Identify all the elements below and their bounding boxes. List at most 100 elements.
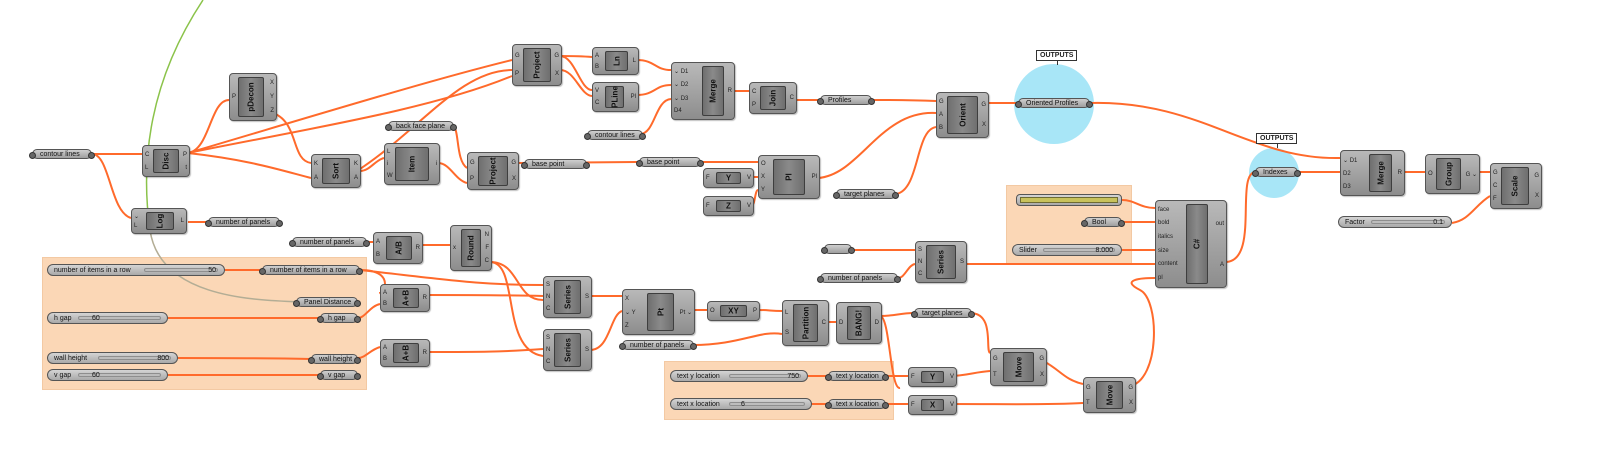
param-wall-height[interactable]: wall height bbox=[308, 354, 361, 364]
outputs: out A bbox=[1216, 203, 1224, 285]
param-target-planes-2[interactable]: target planes bbox=[911, 308, 975, 318]
slider-text-x[interactable]: text x location 6 bbox=[670, 398, 812, 410]
param-text-y-location[interactable]: text y location bbox=[825, 371, 889, 381]
param-empty-panel[interactable] bbox=[821, 244, 855, 254]
param-contour-lines-2[interactable]: contour lines bbox=[584, 130, 646, 140]
slider-label: Factor bbox=[1345, 219, 1365, 226]
param-oriented-profiles[interactable]: Oriented Profiles bbox=[1015, 98, 1093, 108]
param-target-planes-1[interactable]: target planes bbox=[833, 189, 899, 199]
slider-h-gap[interactable]: h gap 60 bbox=[47, 312, 168, 324]
param-text-x-location[interactable]: text x location bbox=[825, 399, 889, 409]
wire bbox=[639, 98, 672, 135]
slider-value: 60 bbox=[92, 315, 100, 322]
inputs: x bbox=[453, 245, 456, 251]
component-label: Project bbox=[532, 51, 542, 79]
colour-swatch[interactable] bbox=[1016, 194, 1122, 206]
component-y-vector-2[interactable]: F Y V bbox=[908, 367, 957, 387]
component-csharp-script[interactable]: face bold italics size content pl C# out… bbox=[1155, 200, 1227, 288]
param-contour-lines[interactable]: contour lines bbox=[29, 149, 95, 159]
param-v-gap[interactable]: v gap bbox=[317, 370, 361, 380]
inputs: F bbox=[911, 374, 915, 380]
outputs: Pt ⌄ bbox=[679, 309, 692, 316]
param-profiles[interactable]: Profiles bbox=[817, 95, 875, 105]
param-indexes[interactable]: Indexes bbox=[1252, 167, 1301, 177]
slider-items-in-row[interactable]: number of items in a row 50 bbox=[47, 264, 225, 276]
outputs: i bbox=[435, 161, 437, 167]
component-label: Move bbox=[1014, 356, 1023, 378]
component-x-vector[interactable]: F X V bbox=[908, 395, 957, 415]
component-z-vector[interactable]: F Z V bbox=[703, 196, 754, 216]
param-number-of-items-in-a-row[interactable]: number of items in a row bbox=[259, 265, 363, 275]
param-number-of-panels-1[interactable]: number of panels bbox=[205, 217, 283, 227]
outputs: V bbox=[949, 374, 954, 380]
outputs: R bbox=[422, 350, 427, 356]
param-bool[interactable]: Bool bbox=[1081, 217, 1125, 227]
param-number-of-panels-2[interactable]: number of panels bbox=[289, 237, 370, 247]
slider-size[interactable]: Slider 8.000 bbox=[1012, 244, 1122, 256]
component-bang[interactable]: D BANG! D bbox=[836, 302, 882, 344]
slider-text-y[interactable]: text y location 750 bbox=[670, 370, 808, 382]
component-label: Pt bbox=[656, 308, 665, 316]
slider-wall-height[interactable]: wall height 800 bbox=[47, 352, 178, 364]
inputs: O bbox=[710, 308, 715, 314]
component-y-vector[interactable]: F Y V bbox=[703, 168, 754, 188]
component-label: Round bbox=[466, 235, 476, 261]
outputs: C bbox=[789, 95, 794, 101]
slider-v-gap[interactable]: v gap 60 bbox=[47, 369, 168, 381]
component-label: Disc bbox=[161, 152, 171, 170]
param-back-face-plane[interactable]: back face plane bbox=[385, 121, 457, 131]
param-base-point-2[interactable]: base point bbox=[636, 157, 704, 167]
slider-label: text x location bbox=[677, 401, 720, 408]
outputs: L bbox=[632, 58, 636, 64]
param-number-of-panels-4[interactable]: number of panels bbox=[817, 273, 901, 283]
wire bbox=[559, 69, 593, 97]
param-base-point-1[interactable]: base point bbox=[521, 159, 590, 169]
param-h-gap[interactable]: h gap bbox=[317, 313, 361, 323]
swatch-fill bbox=[1020, 197, 1118, 203]
param-panel-distance[interactable]: Panel Distance bbox=[293, 297, 361, 307]
slider-value: 50 bbox=[208, 267, 216, 274]
slider-factor[interactable]: Factor 0.1 bbox=[1338, 216, 1452, 228]
component-log[interactable]: ⌄L Log L bbox=[131, 208, 187, 234]
outputs: V bbox=[746, 175, 751, 181]
component-xy-plane[interactable]: O XY P bbox=[707, 301, 760, 321]
param-number-of-panels-3[interactable]: number of panels bbox=[619, 340, 697, 350]
component-group[interactable]: O Group G ⌄ bbox=[1425, 154, 1480, 194]
